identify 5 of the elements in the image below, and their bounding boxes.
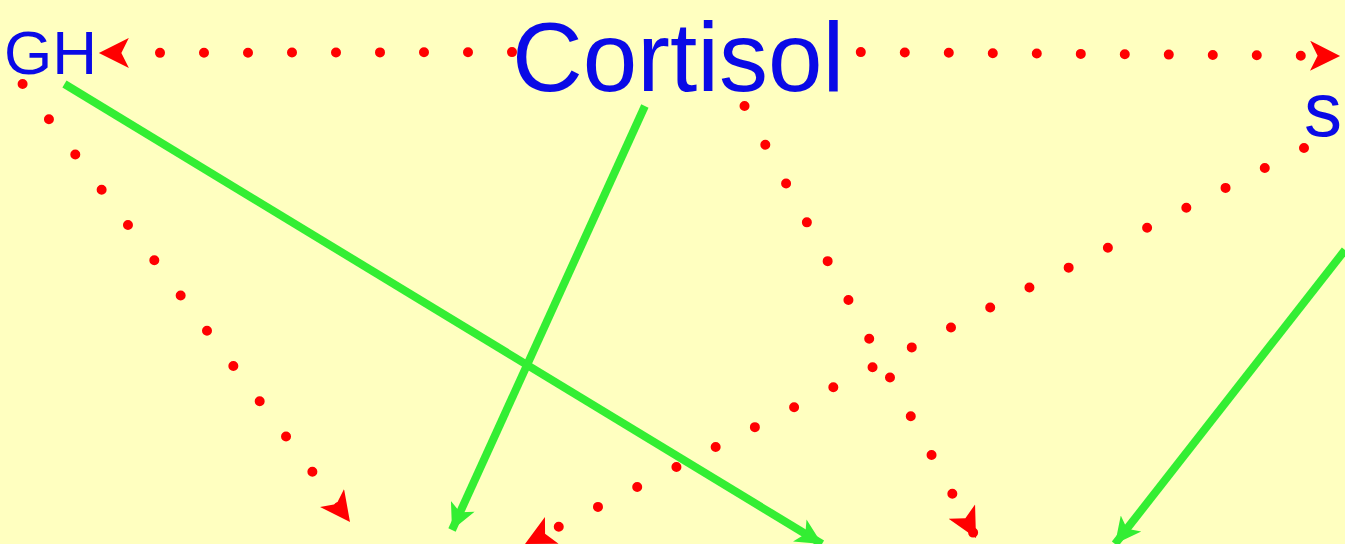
hormone-label: s (1304, 72, 1342, 148)
hormone-label: Cortisol (512, 8, 845, 106)
arrow (62, 80, 825, 544)
arrow (448, 104, 649, 532)
hormone-label: GH (4, 22, 97, 84)
